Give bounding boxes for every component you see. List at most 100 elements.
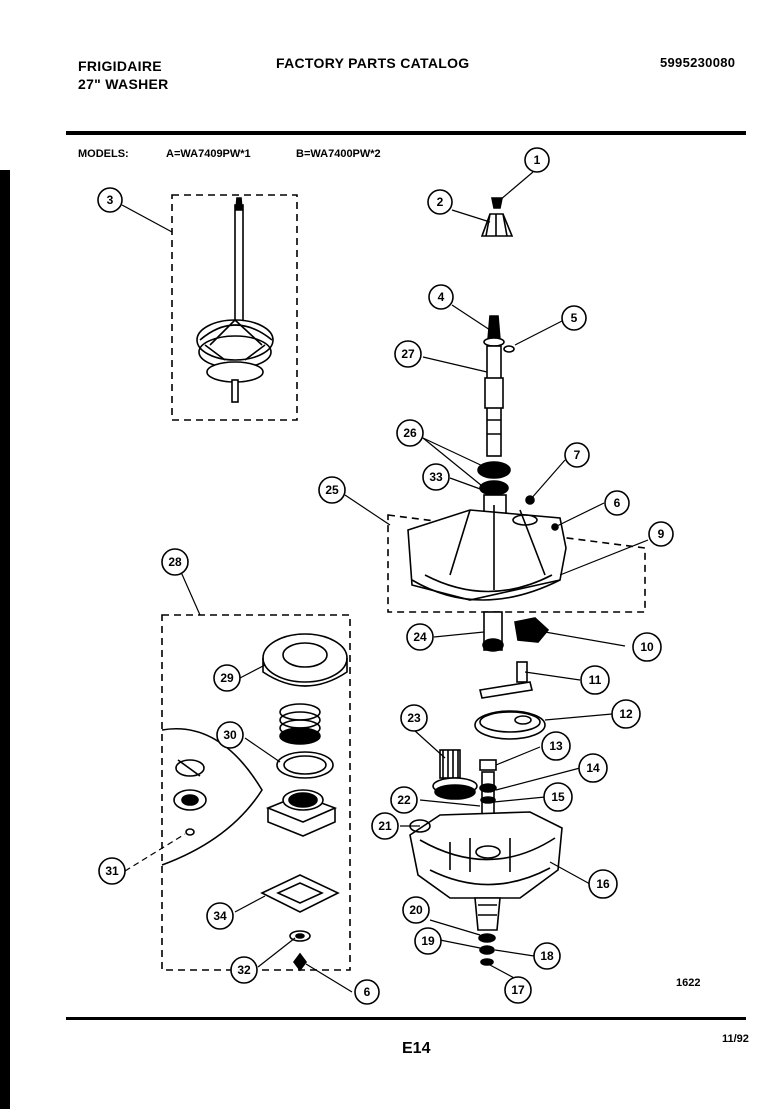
callout-27: 27 xyxy=(394,340,422,368)
svg-text:28: 28 xyxy=(168,555,182,569)
callout-28: 28 xyxy=(161,548,189,576)
svg-text:6: 6 xyxy=(614,496,621,510)
svg-text:20: 20 xyxy=(409,903,423,917)
callout-3: 3 xyxy=(97,187,123,213)
part-12-crank-gear xyxy=(474,681,546,740)
svg-text:18: 18 xyxy=(540,949,554,963)
svg-text:17: 17 xyxy=(511,983,525,997)
callout-13: 13 xyxy=(541,731,571,761)
catalog-number: 5995230080 xyxy=(660,55,736,70)
brand-name: FRIGIDAIRE xyxy=(78,58,162,74)
callout-22: 22 xyxy=(390,786,418,814)
callout-5: 5 xyxy=(561,305,587,331)
callout-23: 23 xyxy=(400,704,428,732)
callout-10: 10 xyxy=(632,632,662,662)
callout-18: 18 xyxy=(533,942,561,970)
callout-12: 12 xyxy=(611,699,641,729)
callout-30: 30 xyxy=(216,721,244,749)
svg-text:16: 16 xyxy=(596,877,610,891)
svg-text:21: 21 xyxy=(378,819,392,833)
callout-9: 9 xyxy=(648,521,674,547)
center-shaft xyxy=(477,315,515,516)
callout-7: 7 xyxy=(564,442,590,468)
svg-text:29: 29 xyxy=(220,671,234,685)
revision-date: 11/92 xyxy=(722,1033,749,1045)
leader-lines xyxy=(121,171,649,993)
catalog-title: FACTORY PARTS CATALOG xyxy=(276,55,470,71)
svg-text:25: 25 xyxy=(325,483,339,497)
callout-20: 20 xyxy=(402,896,430,924)
callout-11: 11 xyxy=(580,665,610,695)
svg-text:12: 12 xyxy=(619,707,633,721)
seal-spring xyxy=(279,703,321,745)
header-rule xyxy=(66,131,746,135)
callout-21: 21 xyxy=(371,812,399,840)
model-type: 27" WASHER xyxy=(78,76,169,92)
part-3-shaft-assembly xyxy=(196,197,274,403)
part-25-transmission-cover xyxy=(407,495,567,601)
svg-text:13: 13 xyxy=(549,739,563,753)
callout-15: 15 xyxy=(543,782,573,812)
svg-text:10: 10 xyxy=(640,640,654,654)
callout-16: 16 xyxy=(588,869,618,899)
callout-2: 2 xyxy=(427,189,453,215)
figure-number: 1622 xyxy=(676,977,701,989)
model-a: A=WA7409PW*1 xyxy=(166,148,251,160)
callout-6-upper: 6 xyxy=(604,490,630,516)
scan-edge xyxy=(0,170,10,1109)
model-b: B=WA7400PW*2 xyxy=(296,148,381,160)
svg-text:11: 11 xyxy=(589,673,602,687)
models-label: MODELS: xyxy=(78,148,129,160)
group-box-3 xyxy=(171,194,298,421)
callout-14: 14 xyxy=(578,753,608,783)
seal-housing xyxy=(265,789,338,837)
part-1-2-cap xyxy=(480,197,514,237)
callout-6-lower: 6 xyxy=(354,979,380,1005)
part-29-seal xyxy=(262,633,348,687)
svg-text:1: 1 xyxy=(534,153,541,167)
svg-text:15: 15 xyxy=(551,790,565,804)
callout-25: 25 xyxy=(318,476,346,504)
callout-34: 34 xyxy=(206,902,234,930)
svg-text:6: 6 xyxy=(364,985,371,999)
svg-text:19: 19 xyxy=(421,934,435,948)
callout-32: 32 xyxy=(230,956,258,984)
part-32-washer xyxy=(289,930,311,972)
svg-text:32: 32 xyxy=(237,963,251,977)
svg-text:4: 4 xyxy=(438,290,445,304)
callout-24: 24 xyxy=(406,623,434,651)
svg-text:30: 30 xyxy=(223,728,237,742)
svg-text:24: 24 xyxy=(413,630,427,644)
svg-text:3: 3 xyxy=(107,193,114,207)
callout-17: 17 xyxy=(504,976,532,1004)
callout-19: 19 xyxy=(414,927,442,955)
part-24-gear xyxy=(482,611,504,652)
svg-text:31: 31 xyxy=(105,864,119,878)
svg-text:14: 14 xyxy=(586,761,600,775)
svg-text:27: 27 xyxy=(401,347,415,361)
svg-text:2: 2 xyxy=(437,195,444,209)
callout-4: 4 xyxy=(428,284,454,310)
footer-rule xyxy=(66,1017,746,1020)
part-31-inset xyxy=(161,728,263,866)
callout-31: 31 xyxy=(98,857,126,885)
page-number: E14 xyxy=(402,1040,431,1057)
part-34-gasket xyxy=(260,874,340,913)
callout-26: 26 xyxy=(396,419,424,447)
svg-text:22: 22 xyxy=(397,793,411,807)
part-23-pinion xyxy=(432,749,478,800)
svg-text:23: 23 xyxy=(407,711,421,725)
callout-33: 33 xyxy=(422,463,450,491)
callout-1: 1 xyxy=(524,147,550,173)
svg-text:5: 5 xyxy=(571,311,578,325)
svg-text:26: 26 xyxy=(403,426,417,440)
svg-text:9: 9 xyxy=(658,527,665,541)
models-line: MODELS: A=WA7409PW*1 B=WA7400PW*2 xyxy=(78,148,381,160)
svg-text:34: 34 xyxy=(213,909,227,923)
part-30-ring xyxy=(276,751,334,779)
svg-text:33: 33 xyxy=(429,470,443,484)
callout-29: 29 xyxy=(213,664,241,692)
